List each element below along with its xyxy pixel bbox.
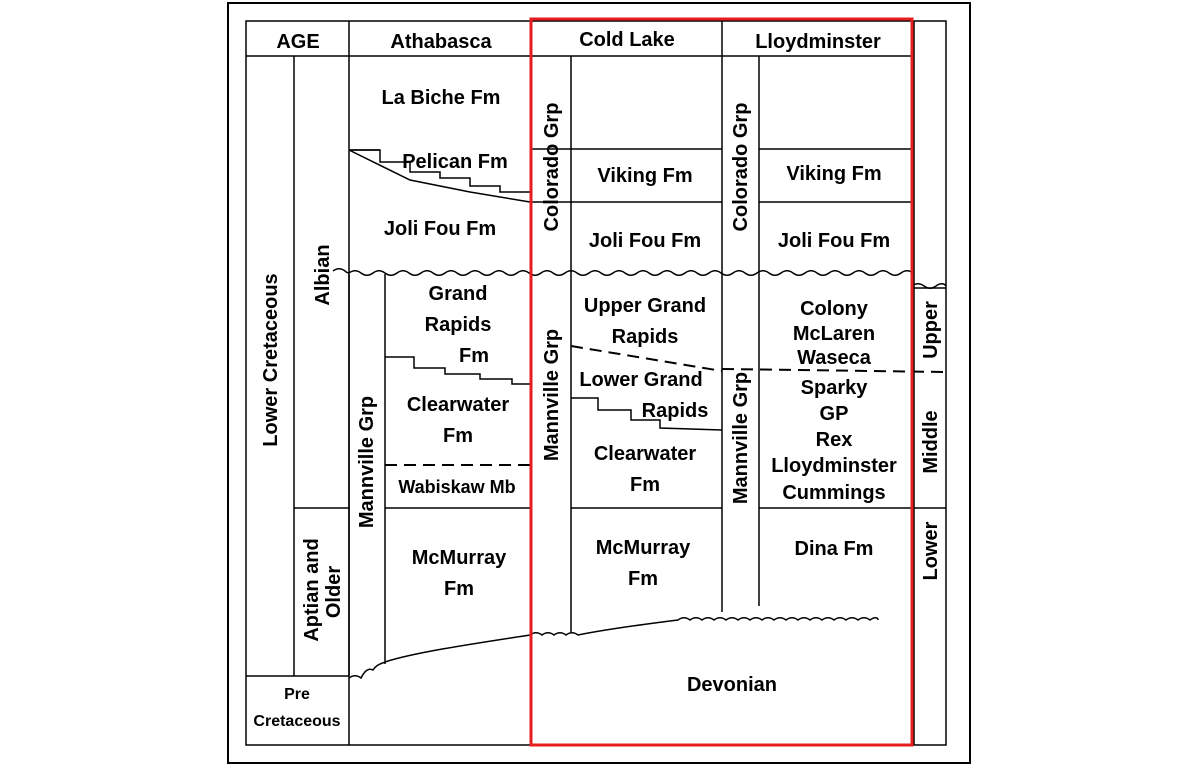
lloyd-rex: Rex [816, 429, 853, 451]
grand-rapids-base [385, 356, 530, 385]
pelican-base [348, 149, 531, 203]
outer-border [227, 2, 971, 764]
header-lloydminster: Lloydminster [755, 31, 881, 53]
devonian-label: Devonian [687, 674, 777, 696]
athabasca-clearwater-1: Clearwater [407, 394, 509, 416]
coldlake-upper-gr-1: Upper Grand [584, 295, 706, 317]
lloyd-lower: Lower [920, 521, 942, 580]
coldlake-mannville-grp: Mannville Grp [541, 329, 563, 461]
coldlake-clearwater-1: Clearwater [594, 443, 696, 465]
coldlake-mcmurray-1: McMurray [596, 537, 691, 559]
coldlake-colorado-grp: Colorado Grp [541, 103, 563, 232]
lloyd-mclaren: McLaren [793, 323, 875, 345]
coldlake-joli-fou: Joli Fou Fm [589, 230, 701, 252]
lloyd-colony: Colony [800, 298, 869, 320]
age-aptian-2: Older [323, 566, 345, 618]
coldlake-lower-gr-2: Rapids [642, 400, 709, 422]
athabasca-clearwater-2: Fm [443, 425, 473, 447]
athabasca-la-biche: La Biche Fm [382, 87, 501, 109]
lloyd-sparky: Sparky [801, 377, 869, 399]
age-albian: Albian [312, 244, 334, 305]
coldlake-upper-lower-gr [570, 345, 723, 372]
coldlake-clearwater-2: Fm [630, 474, 660, 496]
age-aptian-1: Aptian and [301, 538, 323, 641]
athabasca-mcmurray-1: McMurray [412, 547, 507, 569]
coldlake-viking: Viking Fm [597, 165, 692, 187]
unconformity-lower [348, 617, 879, 680]
lloyd-colorado-grp: Colorado Grp [730, 103, 752, 232]
lloyd-viking: Viking Fm [786, 163, 881, 185]
coldlake-lower-gr-base [571, 397, 723, 431]
unconformity-upper-left [332, 268, 350, 274]
age-pre-1: Pre [284, 686, 310, 703]
coldlake-upper-gr-2: Rapids [612, 326, 679, 348]
header-age: AGE [276, 31, 319, 53]
athabasca-pelican: Pelican Fm [402, 151, 508, 173]
lloyd-upper: Upper [920, 301, 942, 359]
athabasca-wabiskaw: Wabiskaw Mb [398, 477, 515, 497]
age-lower-cretaceous: Lower Cretaceous [260, 273, 282, 446]
lloyd-middle: Middle [920, 410, 942, 473]
unconformity-upper-right [911, 283, 947, 289]
lloyd-cummings: Cummings [782, 482, 885, 504]
athabasca-grand-rapids-2: Rapids [425, 314, 492, 336]
age-pre-2: Cretaceous [253, 713, 340, 730]
unconformity-upper [348, 270, 914, 276]
lloyd-mannville-grp: Mannville Grp [730, 372, 752, 504]
lloyd-gp: GP [820, 403, 849, 425]
athabasca-mcmurray-2: Fm [444, 578, 474, 600]
lloyd-lloydminster: Lloydminster [771, 455, 897, 477]
header-athabasca: Athabasca [390, 31, 492, 53]
athabasca-joli-fou: Joli Fou Fm [384, 218, 496, 240]
pelican-top [349, 149, 530, 193]
lloyd-dina: Dina Fm [795, 538, 874, 560]
coldlake-mcmurray-2: Fm [628, 568, 658, 590]
lloyd-joli-fou: Joli Fou Fm [778, 230, 890, 252]
cold-lake-highlight-box [529, 17, 914, 747]
lloyd-waseca: Waseca [797, 347, 872, 369]
athabasca-grand-rapids-3: Fm [459, 345, 489, 367]
header-cold-lake: Cold Lake [579, 29, 675, 51]
athabasca-mannville-grp: Mannville Grp [356, 396, 378, 528]
athabasca-grand-rapids-1: Grand [429, 283, 488, 305]
coldlake-lower-gr-1: Lower Grand [579, 369, 702, 391]
